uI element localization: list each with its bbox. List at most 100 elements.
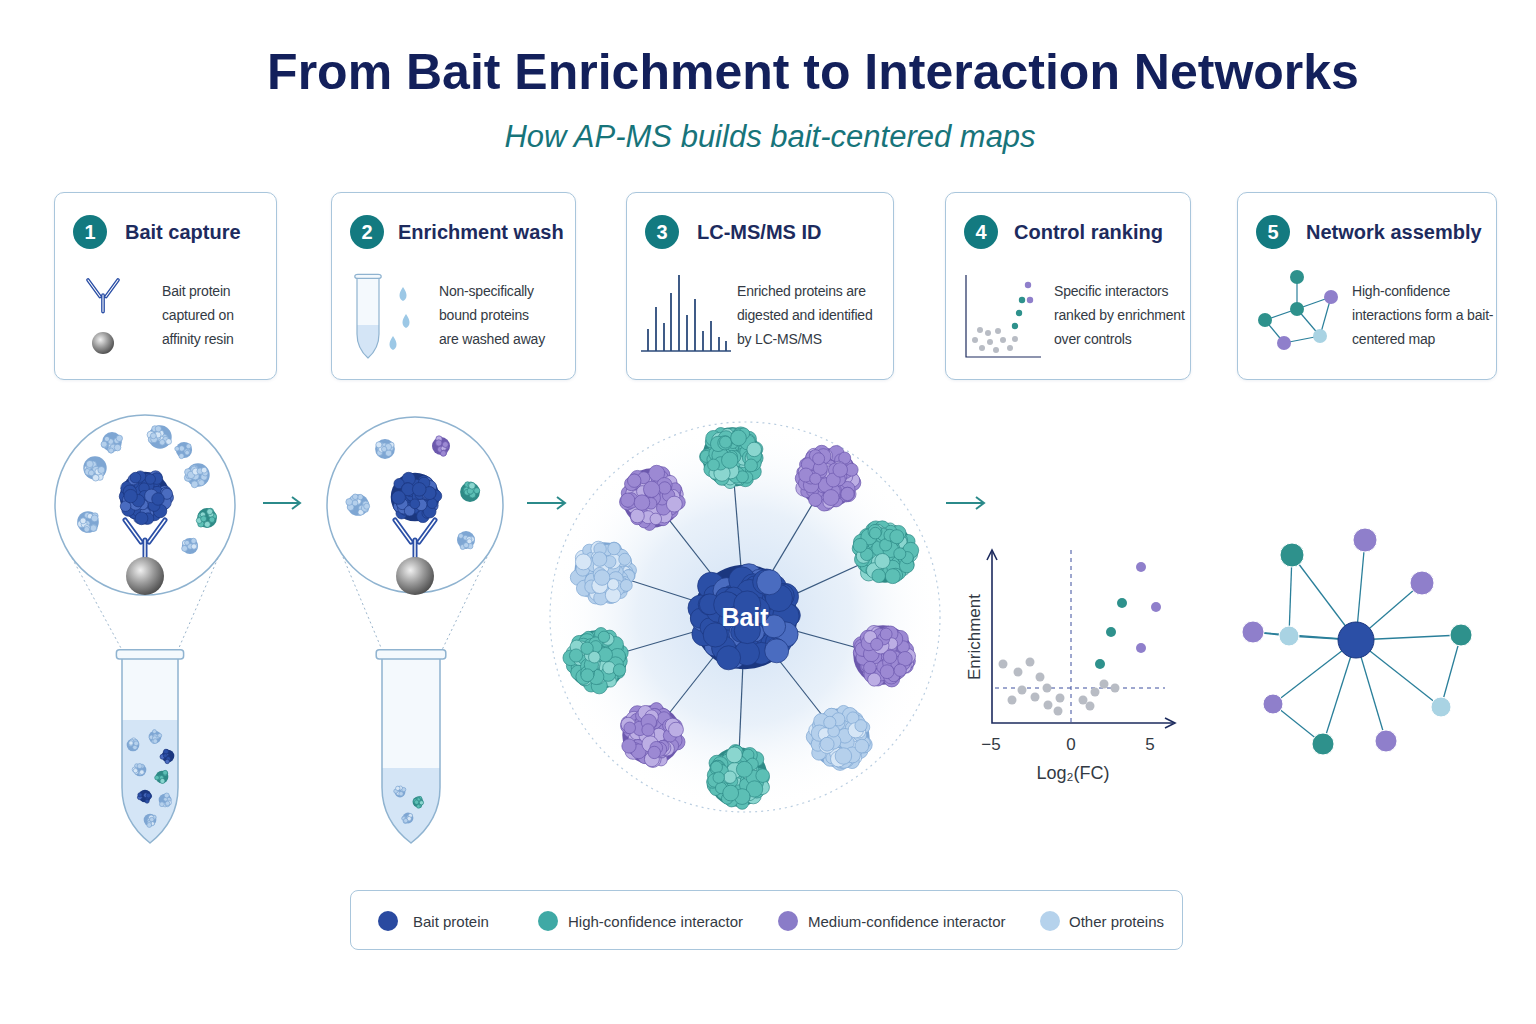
spectrum-peak [694, 299, 696, 351]
mini-point [1025, 282, 1031, 288]
spectrum-baseline [641, 350, 731, 352]
mini-edge [1265, 309, 1297, 320]
protein-bead [441, 450, 447, 456]
protein-bead [92, 474, 99, 481]
axis-arrow [987, 550, 997, 560]
protein-bead [864, 661, 877, 674]
tube-liquid [355, 325, 381, 405]
mini-point [977, 327, 983, 333]
protein-bead [138, 793, 142, 797]
protein-bead [628, 474, 641, 487]
protein-bead [868, 524, 882, 538]
protein-bead [179, 446, 185, 452]
network-node [1450, 624, 1472, 646]
mini-edge [1297, 309, 1320, 336]
network-node [1431, 697, 1451, 717]
resin-bead [126, 557, 164, 595]
network-node [1375, 730, 1397, 752]
mini-node [1324, 290, 1338, 304]
protein-bead [765, 639, 789, 663]
protein-bead [352, 494, 358, 500]
protein-core [197, 508, 217, 528]
flow-arrow [946, 502, 984, 504]
network-node [1263, 694, 1283, 714]
protein-bead [392, 491, 406, 505]
protein-bead [869, 527, 881, 539]
protein-bead [720, 436, 732, 448]
protein-core [77, 511, 99, 533]
protein-cluster [806, 705, 872, 770]
protein-bead [467, 539, 472, 544]
antibody-outer [395, 520, 435, 562]
step-box: 1Bait captureBait protein captured on af… [54, 192, 277, 380]
protein-bead [135, 512, 148, 525]
protein-bead [853, 538, 867, 552]
protein-cluster [155, 770, 169, 783]
protein-cluster [457, 531, 475, 549]
step-description: Non-specifically bound proteins are wash… [439, 279, 550, 351]
title: From Bait Enrichment to Interaction Netw… [267, 43, 1359, 101]
antibody-inner [395, 520, 435, 562]
protein-bead [403, 819, 407, 823]
data-point [1079, 696, 1088, 705]
step-number: 1 [73, 215, 107, 249]
protein-bead [469, 482, 476, 489]
protein-bead [726, 747, 742, 763]
step-number: 5 [1256, 215, 1290, 249]
mini-point [987, 339, 993, 345]
protein-bead [201, 467, 207, 473]
data-point [1111, 684, 1120, 693]
protein-bead [352, 500, 358, 506]
protein-bead [90, 525, 96, 531]
protein-bead [153, 739, 158, 744]
data-point [1151, 602, 1161, 612]
protein-bead [155, 775, 160, 780]
protein-bead [182, 545, 188, 551]
protein-bead [813, 453, 825, 465]
step-number: 4 [964, 215, 998, 249]
protein-bead [875, 553, 890, 568]
step-box: 5Network assemblyHigh-confidence interac… [1237, 192, 1497, 380]
protein-bead [165, 759, 169, 763]
mini-edge [1296, 277, 1297, 309]
protein-core [702, 427, 761, 486]
mini-point [1019, 297, 1025, 303]
tube-liquid [120, 720, 180, 905]
protein-bead [165, 802, 170, 807]
protein-core [391, 473, 440, 522]
step-description: Specific interactors ranked by enrichmen… [1054, 279, 1188, 351]
protein-bead [130, 472, 141, 483]
protein-bead [440, 451, 446, 457]
protein-bead [711, 761, 723, 773]
protein-bead [150, 433, 156, 439]
protein-bead [163, 771, 167, 775]
data-point [999, 660, 1008, 669]
protein-cluster [159, 793, 172, 807]
protein-bead [757, 570, 782, 595]
protein-core [403, 813, 414, 824]
mini-node [1277, 336, 1291, 350]
protein-bead [399, 791, 404, 796]
mini-node [1313, 329, 1327, 343]
mini-edge [1265, 320, 1284, 343]
protein-bead [855, 720, 867, 732]
data-point [1044, 701, 1053, 710]
protein-core [148, 425, 171, 448]
protein-bead [419, 801, 423, 805]
legend-text: Medium-confidence interactor [808, 913, 1006, 930]
protein-core [855, 523, 914, 582]
protein-bead [624, 722, 636, 734]
protein-core [395, 787, 406, 798]
protein-bead [613, 664, 625, 676]
protein-bead [592, 552, 606, 566]
network-hub [1338, 622, 1374, 658]
protein-bead [160, 778, 165, 783]
protein-cluster [402, 813, 414, 824]
spectrum-peak [678, 275, 680, 351]
protein-bead [622, 739, 636, 753]
protein-bead [124, 489, 137, 502]
protein-bead [146, 794, 151, 799]
protein-cluster [795, 445, 861, 511]
network-node [1242, 621, 1264, 643]
